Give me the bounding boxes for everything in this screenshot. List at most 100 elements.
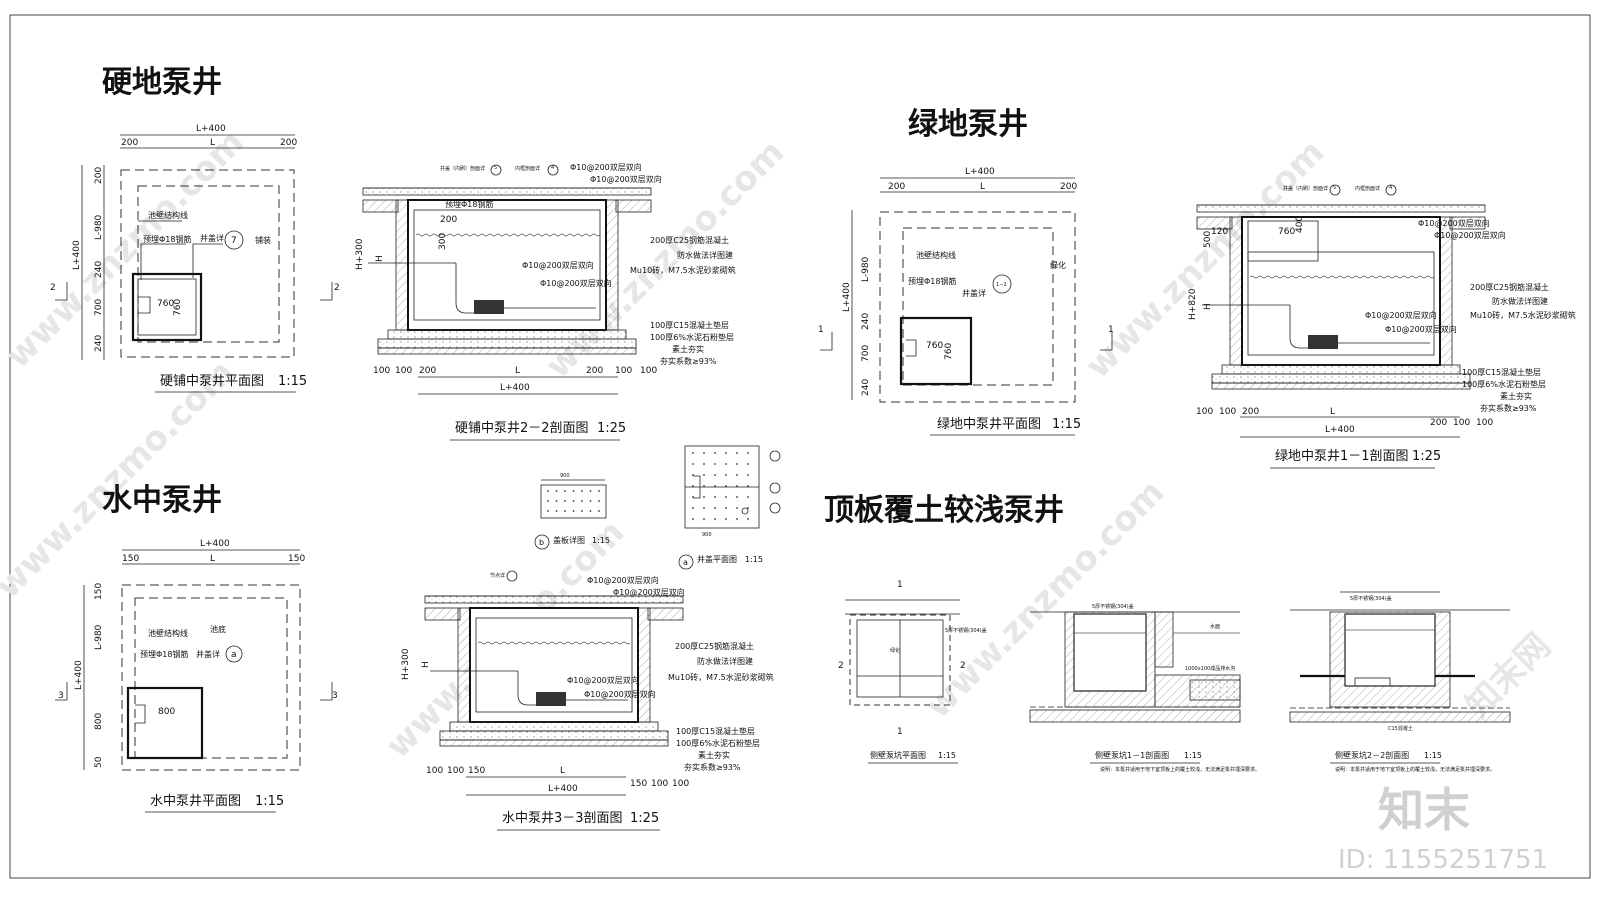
note-label: 井盖详 [200, 233, 224, 243]
svg-text:L+400: L+400 [500, 383, 530, 393]
dim-label: 760 [173, 299, 183, 316]
drain-hole [714, 496, 716, 498]
svg-text:L-980: L-980 [94, 624, 104, 650]
brand-logo: 知末 [1378, 783, 1470, 837]
svg-text:内框剖面详: 内框剖面详 [515, 165, 540, 172]
caption-water-plan: 水中泵井平面图 [150, 794, 241, 809]
svg-text:盖板详图: 盖板详图 [553, 535, 585, 545]
svg-text:100厚6%水泥石粉垫层: 100厚6%水泥石粉垫层 [676, 738, 760, 748]
svg-text:100: 100 [1219, 407, 1236, 417]
svg-text:1: 1 [818, 325, 824, 335]
svg-text:H+300: H+300 [401, 648, 411, 680]
drain-hole [703, 452, 705, 454]
drain-hole [703, 474, 705, 476]
svg-text:Φ10@200双层双向: Φ10@200双层双向 [587, 575, 659, 585]
caption-green-plan: 绿地中泵井平面图 [937, 417, 1041, 432]
svg-text:L: L [560, 766, 565, 776]
svg-text:井盖详: 井盖详 [962, 288, 986, 298]
svg-text:4: 4 [551, 165, 554, 171]
remark-text: 说明：本泵井适用于地下室顶板上的覆土较浅，无法满足泵井埋深要求。 [1100, 766, 1260, 773]
svg-text:井盖（内刷）剖面详: 井盖（内刷）剖面详 [1283, 185, 1328, 192]
svg-text:240: 240 [861, 313, 871, 330]
caption-scale: 1:25 [630, 811, 659, 826]
drain-hole [547, 510, 549, 512]
svg-text:L: L [210, 554, 215, 564]
drain-hole [703, 496, 705, 498]
svg-text:760: 760 [1278, 227, 1295, 237]
svg-text:900: 900 [560, 473, 570, 479]
inner-wall [413, 209, 601, 321]
brick-wall-right [637, 607, 651, 723]
drain-hole [581, 510, 583, 512]
svg-text:夯实系数≥93%: 夯实系数≥93% [660, 356, 717, 366]
water-level [415, 233, 601, 237]
svg-text:100: 100 [640, 366, 657, 376]
dim-label: L [210, 138, 215, 148]
side-pit-section-2: 5厚不锈钢(304)盖 C15混凝土 [1289, 591, 1511, 732]
watermark-text: www.znzmo.com [0, 352, 242, 606]
svg-text:150: 150 [288, 554, 305, 564]
svg-text:素土夯实: 素土夯实 [698, 750, 730, 760]
svg-text:300: 300 [438, 233, 448, 250]
svg-text:Mu10砖，M7.5水泥砂浆砌筑: Mu10砖，M7.5水泥砂浆砌筑 [1470, 310, 1576, 320]
hard-section-drawing [362, 187, 652, 355]
drain-hole [747, 463, 749, 465]
svg-text:绿化: 绿化 [890, 647, 900, 654]
svg-text:H: H [375, 255, 385, 262]
svg-text:L+400: L+400 [965, 167, 995, 177]
svg-text:150: 150 [468, 766, 485, 776]
svg-text:Φ10@200双层双向: Φ10@200双层双向 [1385, 324, 1457, 334]
drain-hole [714, 474, 716, 476]
drain-hole [581, 500, 583, 502]
hard-section-labels: 井盖（内刷）剖面详 5 内框剖面详 4 Φ10@200双层双向 Φ10@200双… [355, 162, 736, 395]
drain-hole [714, 485, 716, 487]
svg-text:H: H [1203, 303, 1213, 310]
drain-hole [736, 463, 738, 465]
svg-text:5厚不锈钢(304)盖: 5厚不锈钢(304)盖 [1092, 603, 1134, 610]
svg-text:防水做法详图建: 防水做法详图建 [677, 250, 733, 260]
water-level [1249, 275, 1435, 279]
caption-scale: 1:15 [255, 794, 284, 809]
svg-text:5厚不锈钢(304)盖: 5厚不锈钢(304)盖 [1350, 595, 1392, 602]
svg-text:100: 100 [373, 366, 390, 376]
svg-text:Φ10@200双层双向: Φ10@200双层双向 [590, 174, 662, 184]
caption-scale: 1:15 [938, 751, 956, 760]
water-level [477, 641, 631, 645]
svg-text:100厚6%水泥石粉垫层: 100厚6%水泥石粉垫层 [650, 332, 734, 342]
svg-text:夯实系数≥93%: 夯实系数≥93% [684, 762, 741, 772]
svg-text:Φ10@200双层双向: Φ10@200双层双向 [570, 162, 642, 172]
svg-text:L-980: L-980 [861, 256, 871, 282]
caption-hard-section: 硬铺中泵井2－2剖面图 [455, 421, 589, 436]
svg-text:C15混凝土: C15混凝土 [1388, 725, 1413, 732]
dim-label: 240 [94, 335, 104, 352]
drain-hole [736, 496, 738, 498]
drain-hole [692, 507, 694, 509]
svg-text:200: 200 [1242, 407, 1259, 417]
svg-text:Φ10@200双层双向: Φ10@200双层双向 [613, 587, 685, 597]
drain-hole [714, 452, 716, 454]
svg-text:Mu10砖，M7.5水泥砂浆砌筑: Mu10砖，M7.5水泥砂浆砌筑 [668, 672, 774, 682]
svg-text:150: 150 [122, 554, 139, 564]
svg-text:L: L [980, 182, 985, 192]
ground-slab [362, 187, 652, 196]
remark-text: 说明：本泵井适用于地下室顶板上的覆土较浅，无法满足泵井埋深要求。 [1335, 766, 1495, 773]
svg-text:1−2: 1−2 [996, 282, 1007, 288]
svg-text:100厚C15混凝土垫层: 100厚C15混凝土垫层 [1462, 367, 1541, 377]
side-pit-section-1: 5厚不锈钢(304)盖 1000x100成品排水沟 水面 [1029, 603, 1241, 723]
drain-hole [725, 452, 727, 454]
dim-label: 200 [94, 167, 104, 184]
gravel-cushion [1211, 373, 1471, 384]
svg-text:节点详: 节点详 [490, 572, 505, 579]
drain-hole [692, 496, 694, 498]
drain-hole [547, 500, 549, 502]
svg-text:1:15: 1:15 [592, 536, 610, 545]
caption-side-section-1: 侧壁泵坑1－1剖面图 [1095, 750, 1169, 760]
drain-hole [581, 490, 583, 492]
access-shaft [1247, 220, 1319, 262]
drain-hole [692, 474, 694, 476]
riser-pipe [517, 671, 536, 706]
detail-ref: 7 [231, 236, 237, 246]
c15-cushion [1221, 364, 1461, 375]
svg-text:井盖平面图: 井盖平面图 [697, 554, 737, 564]
